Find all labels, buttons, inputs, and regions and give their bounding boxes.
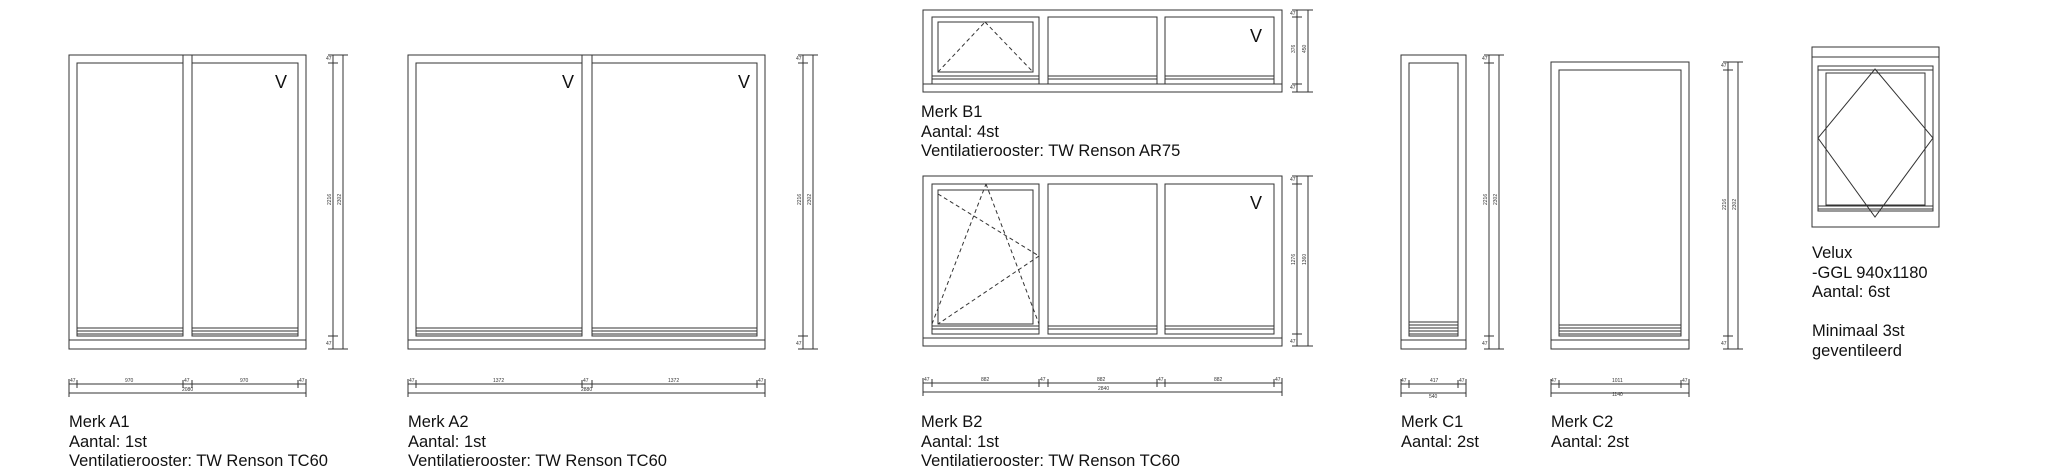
dim-v: 47: [796, 56, 802, 62]
dim-h: 47: [1275, 377, 1281, 383]
dim-v: 47: [326, 56, 332, 62]
dim-v: 47: [1290, 177, 1296, 183]
dim-v: 47: [326, 341, 332, 347]
caption-line: -GGL 940x1180: [1812, 263, 1928, 282]
dim-h: 47: [1040, 377, 1046, 383]
dim-h: 47: [1459, 378, 1465, 384]
caption-line: [1812, 303, 1928, 323]
caption-line: Aantal: 2st: [1401, 432, 1479, 451]
window-b1: V 47 376 450 47: [922, 9, 1313, 93]
caption-line: Minimaal 3st: [1812, 322, 1905, 340]
caption-line: Merk C1: [1401, 413, 1464, 431]
dim-h: 47: [924, 377, 930, 383]
caption-c1: Merk C1 Aantal: 2st: [1401, 413, 1479, 452]
caption-line: Aantal: 2st: [1551, 432, 1629, 451]
dim-h: 47: [758, 378, 764, 384]
dim-h: 882: [1097, 377, 1106, 383]
dim-h: 47: [1682, 378, 1688, 384]
window-velux: [1811, 46, 1940, 228]
dim-v: 47: [1721, 63, 1727, 69]
caption-line: Aantal: 1st: [69, 432, 147, 451]
vent-mark: V: [738, 72, 750, 92]
caption-line: Merk A2: [408, 413, 469, 431]
dim-v: 47: [1290, 339, 1296, 345]
caption-line: Ventilatierooster: TW Renson TC60: [69, 452, 328, 470]
caption-line: Aantal: 4st: [921, 122, 999, 141]
caption-line: Velux: [1812, 244, 1853, 262]
dim-v: 1360: [1302, 254, 1308, 265]
dim-h-total: 2880: [581, 387, 592, 393]
dim-v: 1276: [1291, 254, 1297, 265]
dim-v: 2302: [1493, 194, 1499, 205]
dim-h: 47: [1401, 378, 1407, 384]
caption-line: Merk A1: [69, 413, 130, 431]
dim-v: 2302: [807, 194, 813, 205]
vent-mark: V: [562, 72, 574, 92]
caption-line: Aantal: 6st: [1812, 283, 1890, 301]
dim-h: 970: [125, 378, 134, 384]
dim-h-total: 2080: [182, 387, 193, 393]
caption-c2: Merk C2 Aantal: 2st: [1551, 413, 1629, 452]
vent-mark: V: [1250, 26, 1262, 46]
dim-v: 2302: [1732, 199, 1738, 210]
dim-v: 450: [1302, 44, 1308, 53]
dim-h: 1372: [493, 378, 504, 384]
dim-v: 2216: [327, 194, 333, 205]
window-a1: V 47 2216 2302 47 47 970 47 970 47 2080: [68, 54, 348, 397]
dim-v: 2216: [797, 194, 803, 205]
dim-v: 47: [796, 341, 802, 347]
dim-v: 2216: [1483, 194, 1489, 205]
dim-v: 2302: [337, 194, 343, 205]
caption-b2: Merk B2 Aantal: 1st Ventilatierooster: T…: [921, 413, 1180, 472]
caption-line: Merk C2: [1551, 413, 1614, 431]
dim-h: 47: [1158, 377, 1164, 383]
dim-h-total: 1140: [1612, 392, 1623, 398]
dim-v: 47: [1290, 11, 1296, 17]
window-a2: V V 47 2216 2302 47 47 1372 47 1372 47 2…: [407, 54, 818, 397]
caption-line: Merk B1: [921, 103, 983, 121]
dim-h: 1372: [668, 378, 679, 384]
dim-h-total: 540: [1429, 394, 1438, 400]
dim-v: 47: [1482, 341, 1488, 347]
dim-h: 47: [409, 378, 415, 384]
dim-v: 47: [1290, 85, 1296, 91]
window-b2: V 47 1276 1360 47 47 882 47 882 47 882 4…: [922, 175, 1313, 396]
dim-h-total: 2840: [1098, 386, 1109, 392]
dim-v: 47: [1482, 56, 1488, 62]
vent-mark: V: [1250, 193, 1262, 213]
caption-line: Merk B2: [921, 413, 983, 431]
window-c2: 47 2216 2302 47 47 1011 47 1140: [1550, 61, 1743, 398]
dim-h: 47: [299, 378, 305, 384]
dim-h: 47: [184, 378, 190, 384]
dim-v: 47: [1721, 341, 1727, 347]
caption-line: Aantal: 1st: [921, 432, 999, 451]
caption-line: Aantal: 1st: [408, 432, 486, 451]
caption-line: Ventilatierooster: TW Renson TC60: [408, 452, 667, 470]
caption-line: Ventilatierooster: TW Renson AR75: [921, 142, 1181, 160]
dim-h: 1011: [1612, 378, 1623, 384]
caption-line: Ventilatierooster: TW Renson TC60: [921, 452, 1180, 470]
caption-b1: Merk B1 Aantal: 4st Ventilatierooster: T…: [921, 103, 1180, 162]
vent-mark: V: [275, 72, 287, 92]
caption-a1: Merk A1 Aantal: 1st Ventilatierooster: T…: [69, 413, 328, 472]
caption-line: geventileerd: [1812, 341, 1902, 360]
dim-h: 417: [1430, 378, 1439, 384]
dim-h: 47: [583, 378, 589, 384]
dim-h: 882: [1214, 377, 1223, 383]
dim-h: 970: [240, 378, 249, 384]
window-c1: 47 2216 2302 47 47 417 47 540: [1400, 54, 1504, 400]
dim-v: 2216: [1722, 199, 1728, 210]
dim-h: 47: [70, 378, 76, 384]
dim-v: 376: [1291, 44, 1297, 53]
dim-h: 882: [981, 377, 990, 383]
caption-velux: Velux -GGL 940x1180 Aantal: 6st Minimaal…: [1812, 244, 1928, 361]
caption-a2: Merk A2 Aantal: 1st Ventilatierooster: T…: [408, 413, 667, 472]
dim-h: 47: [1551, 378, 1557, 384]
